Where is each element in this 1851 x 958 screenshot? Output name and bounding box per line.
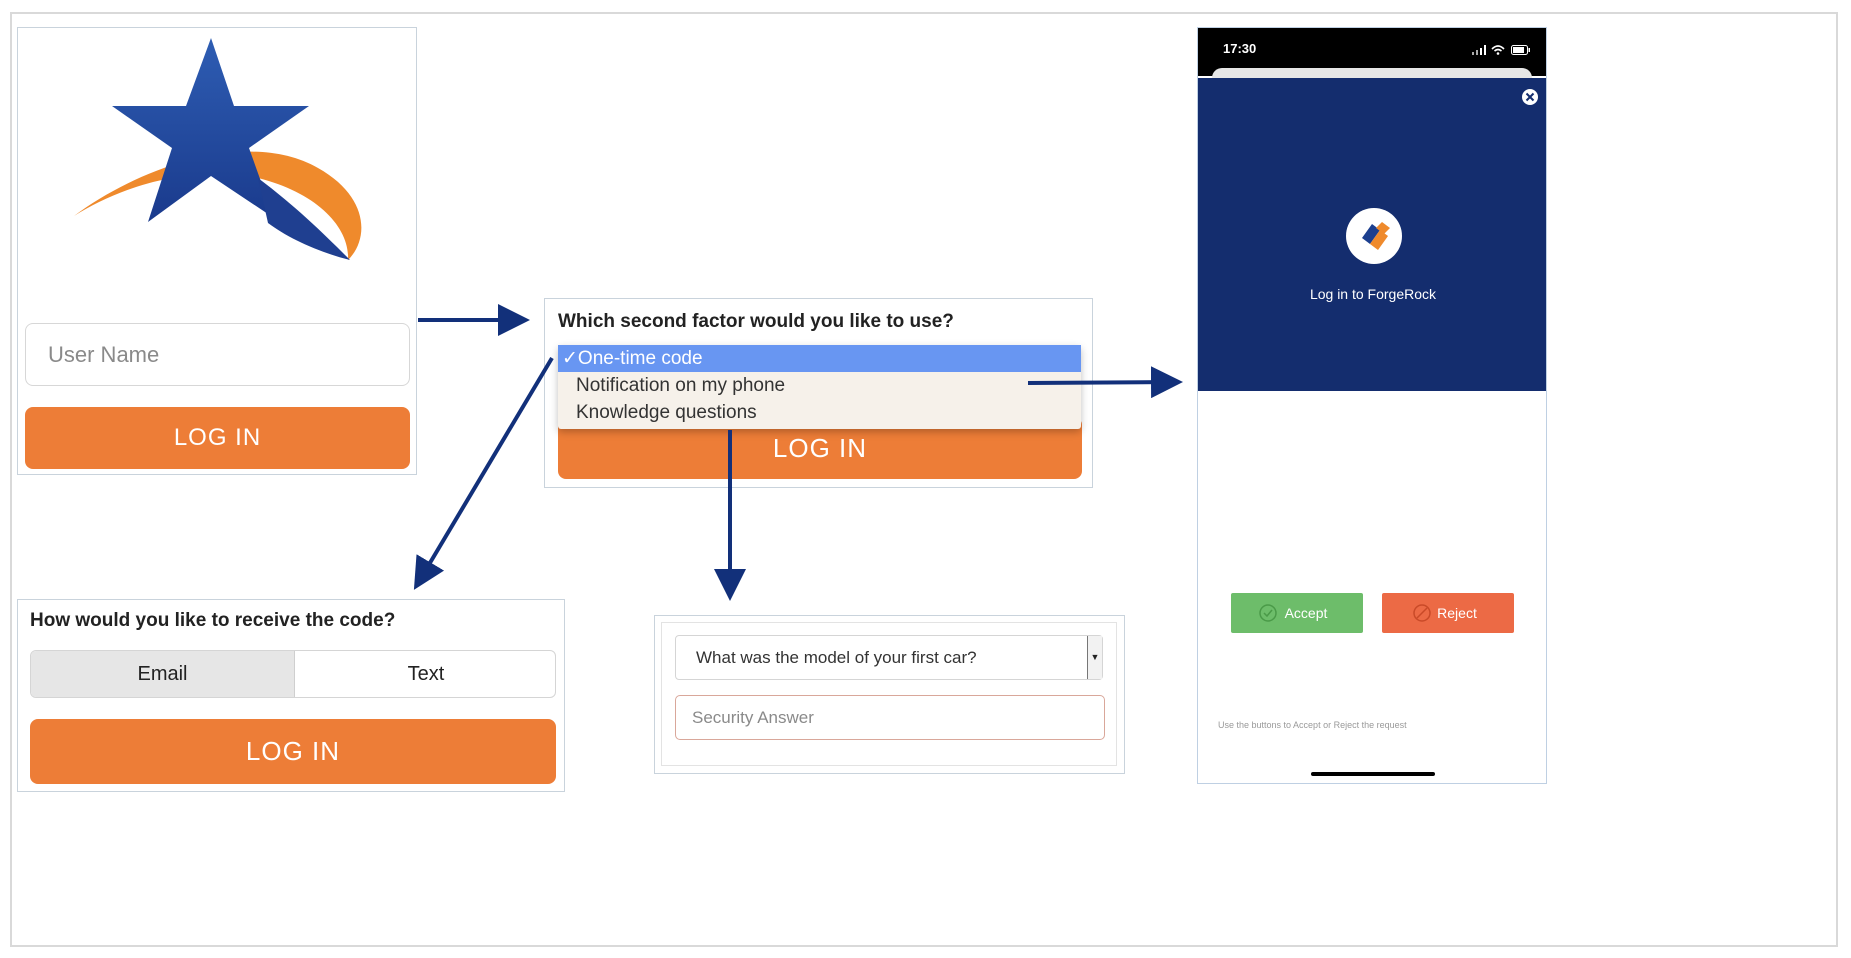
login-button[interactable]: LOG IN [25,407,410,469]
close-icon[interactable] [1521,88,1539,106]
factor-question: Which second factor would you like to us… [558,311,954,332]
security-answer-input[interactable]: Security Answer [675,695,1105,740]
segmented-control: Email Text [30,650,556,698]
kba-question-select[interactable]: What was the model of your first car? ▼ [675,635,1103,680]
forgerock-logo-icon [1346,208,1402,264]
login-button-label: LOG IN [173,424,262,451]
option-knowledge: Knowledge questions [576,402,757,423]
option-one-time-code: One-time code [577,348,703,369]
code-login-button[interactable]: LOG IN [30,719,556,784]
code-card: How would you like to receive the code? … [17,599,565,792]
reject-button[interactable]: Reject [1382,593,1514,633]
reject-circle-icon [1413,604,1431,622]
phone-mockup: 17:30 Log in to ForgeRock Accept [1197,27,1547,784]
check-mark: ✓ [562,348,578,369]
status-time: 17:30 [1223,41,1257,56]
factor-login-label: LOG IN [772,433,868,463]
prompt-title: Log in to ForgeRock [1309,286,1437,302]
code-login-label: LOG IN [245,736,341,766]
checkmark-circle-icon [1259,604,1277,622]
prompt-header: Log in to ForgeRock [1198,78,1546,391]
reject-label: Reject [1437,605,1477,621]
segment-text[interactable]: Text [295,651,555,697]
option-notification: Notification on my phone [576,375,786,396]
phone-footer-text: Use the buttons to Accept or Reject the … [1218,720,1407,730]
accept-label: Accept [1284,605,1328,621]
star-logo [74,38,362,260]
login-card: User Name LOG IN [17,27,417,475]
segment-email[interactable]: Email [31,651,295,697]
security-answer-placeholder: Security Answer [692,708,814,727]
signal-icon [1472,45,1486,55]
username-placeholder: User Name [48,342,160,367]
kba-card: What was the model of your first car? ▼ … [654,615,1125,774]
kba-question-value: What was the model of your first car? [696,648,977,667]
factor-card: Which second factor would you like to us… [544,298,1093,488]
factor-dropdown-list[interactable]: ✓One-time code Notification on my phone … [558,345,1081,429]
factor-option[interactable]: Knowledge questions [576,399,757,426]
battery-icon [1511,45,1530,55]
factor-option[interactable]: Notification on my phone [576,372,785,399]
segment-text-label: Text [407,663,445,685]
factor-option-selected[interactable]: ✓One-time code [558,345,1081,372]
accept-button[interactable]: Accept [1231,593,1363,633]
username-input[interactable]: User Name [25,323,410,386]
code-question: How would you like to receive the code? [30,610,396,631]
dropdown-arrow-icon[interactable]: ▼ [1087,636,1102,679]
arrow-factor-to-phone [1027,366,1183,399]
wifi-icon [1491,45,1505,55]
arrow-factor-to-code [413,356,554,590]
segment-email-label: Email [137,663,188,685]
kba-inner [661,622,1117,766]
home-indicator [1311,772,1435,776]
